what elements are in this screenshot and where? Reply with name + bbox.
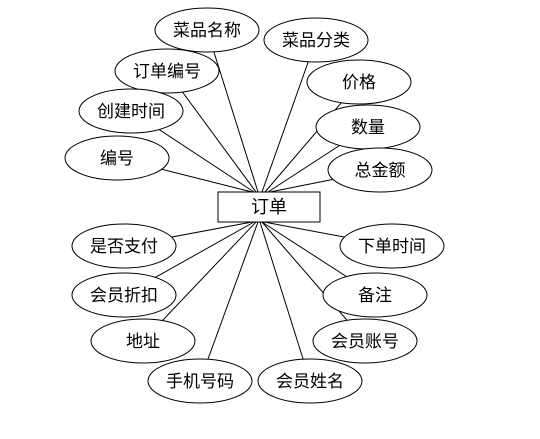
- attribute-ellipse-member-discount: [71, 272, 177, 318]
- attribute-label-dish-category: 菜品分类: [282, 31, 350, 51]
- attribute-order-no: 订单编号: [114, 48, 220, 94]
- attribute-phone: 手机号码: [147, 358, 253, 404]
- attribute-label-remark: 备注: [358, 286, 392, 306]
- attribute-ellipse-phone: [147, 358, 253, 404]
- attributes: 菜品名称菜品分类订单编号价格创建时间数量编号总金额是否支付 下单时间会员折扣 备注地…: [64, 7, 445, 404]
- attribute-ellipse-order-time: [339, 223, 445, 269]
- attribute-ellipse-dish-category: [263, 17, 369, 63]
- attribute-id: 编号: [64, 135, 170, 181]
- attribute-ellipse-dish-name: [154, 7, 260, 53]
- attribute-is-paid: 是否支付: [71, 223, 177, 269]
- attribute-label-member-name: 会员姓名: [276, 372, 344, 392]
- connector-dish-category: [261, 39, 317, 193]
- connector-dish-name: [206, 29, 259, 193]
- attribute-label-member-discount: 会员折扣: [90, 286, 158, 306]
- attribute-remark: 备注: [322, 272, 428, 318]
- connector-member-name: [259, 221, 311, 382]
- attribute-dish-category: 菜品分类: [263, 17, 369, 63]
- attribute-ellipse-remark: [322, 272, 428, 318]
- attribute-ellipse-price: [306, 59, 412, 105]
- attribute-label-order-time: 下单时间: [358, 237, 426, 257]
- attribute-member-account: 会员账号: [312, 318, 418, 364]
- entity-box: [217, 191, 321, 223]
- attribute-label-member-account: 会员账号: [331, 332, 399, 352]
- attribute-ellipse-address: [90, 318, 196, 364]
- attribute-label-quantity: 数量: [351, 118, 385, 138]
- attribute-label-id: 编号: [100, 149, 134, 169]
- attribute-ellipse-member-account: [312, 318, 418, 364]
- attribute-label-phone: 手机号码: [166, 372, 234, 392]
- attribute-total-amount: 总金额: [327, 147, 433, 193]
- attribute-ellipse-is-paid: [71, 223, 177, 269]
- attribute-price: 价格: [306, 59, 412, 105]
- attribute-label-is-paid: 是否支付: [90, 237, 158, 257]
- attribute-ellipse-order-no: [114, 48, 220, 94]
- connector-phone: [199, 221, 259, 382]
- attribute-created-time: 创建时间: [78, 88, 184, 134]
- attribute-ellipse-member-name: [257, 358, 363, 404]
- attribute-member-discount: 会员折扣: [71, 272, 177, 318]
- attribute-address: 地址: [90, 318, 196, 364]
- attribute-label-created-time: 创建时间: [97, 102, 165, 122]
- attribute-ellipse-created-time: [78, 88, 184, 134]
- attribute-label-address: 地址: [126, 332, 160, 352]
- attribute-ellipse-total-amount: [327, 147, 433, 193]
- entity-order: 订单: [217, 191, 321, 223]
- attribute-quantity: 数量: [315, 104, 421, 150]
- attribute-label-dish-name: 菜品名称: [173, 21, 241, 41]
- attribute-order-time: 下单时间: [339, 223, 445, 269]
- attribute-ellipse-id: [64, 135, 170, 181]
- attribute-label-price: 价格: [342, 73, 376, 93]
- entity-label: 订单: [251, 197, 287, 218]
- attribute-dish-name: 菜品名称: [154, 7, 260, 53]
- attribute-member-name: 会员姓名: [257, 358, 363, 404]
- attribute-label-order-no: 订单编号: [133, 62, 201, 82]
- attribute-label-total-amount: 总金额: [355, 161, 406, 181]
